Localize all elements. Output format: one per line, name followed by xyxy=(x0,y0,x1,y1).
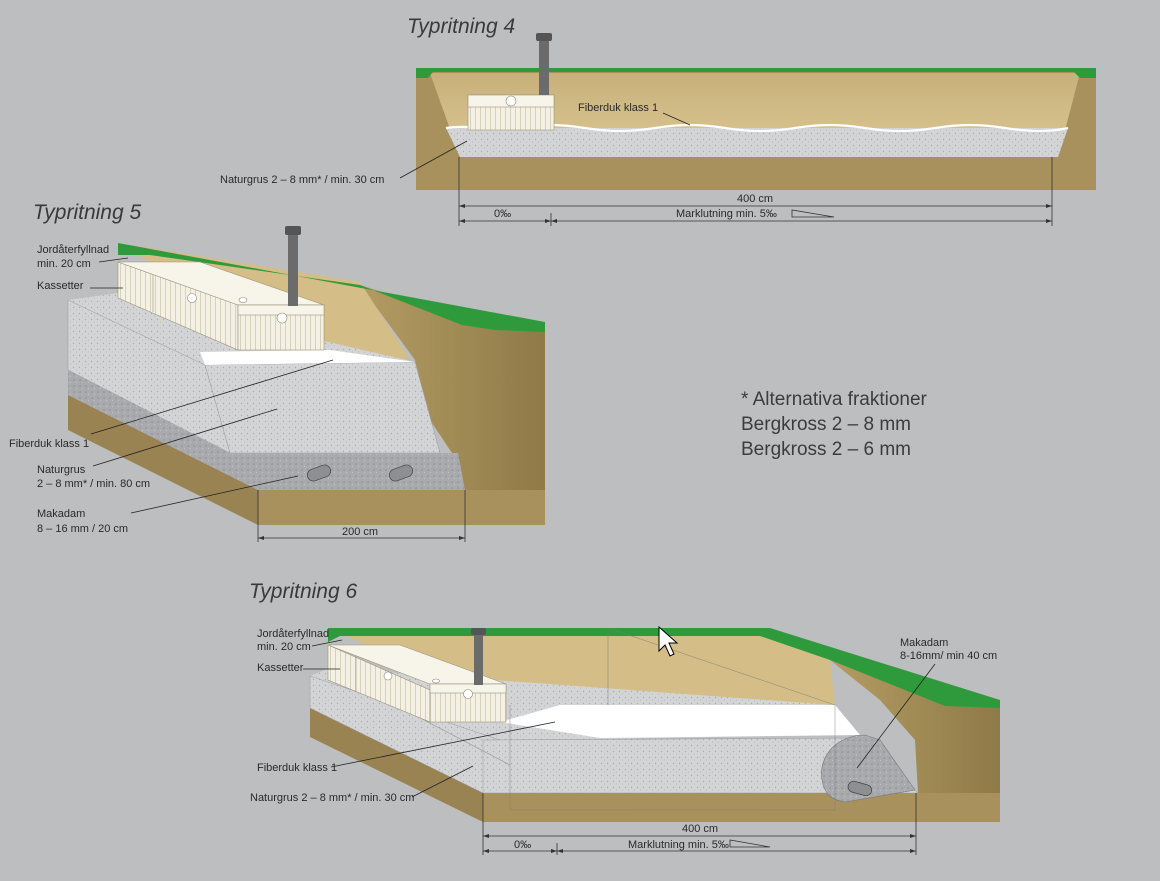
drawing-5-drain-pipes xyxy=(307,464,413,482)
drawing-6-soil-left-face xyxy=(310,708,483,822)
drawing-6-backfill xyxy=(328,628,835,705)
drawing-6-slope-label: Marklutning min. 5‰ xyxy=(628,839,729,851)
drawing-6-macadam-label-2: 8-16mm/ min 40 cm xyxy=(900,650,997,662)
drawing-6-fabric-label: Fiberduk klass 1 xyxy=(257,762,337,774)
drawing-5-macadam-label-1: Makadam xyxy=(37,508,85,520)
drawing-4-slope-zero: 0‰ xyxy=(494,208,511,220)
notes-line-3: Bergkross 2 – 6 mm xyxy=(741,439,911,460)
drawing-6-vent-pipe xyxy=(474,632,483,685)
drawing-4-title: Typritning 4 xyxy=(407,15,515,38)
drawing-5-title: Typritning 5 xyxy=(33,201,141,224)
drawing-6-fabric xyxy=(500,705,860,738)
drawing-5-backfill-label-2: min. 20 cm xyxy=(37,258,91,270)
fraction-notes: * Alternativa fraktioner Bergkross 2 – 8… xyxy=(741,389,928,460)
drawing-6-drain-pipe xyxy=(847,780,872,797)
drawing-5-vent-pipe xyxy=(288,232,298,306)
drawing-4-grass xyxy=(416,68,1096,78)
drawing-6-cassettes xyxy=(327,644,507,723)
notes-line-1: * Alternativa fraktioner xyxy=(741,389,928,410)
drawing-5-dimensions xyxy=(257,490,466,542)
drawing-6-trench-wall xyxy=(830,660,1000,793)
drawing-5-soil-left-face xyxy=(68,395,258,525)
drawing-6-guide-lines xyxy=(339,627,836,811)
drawing-5-soil-front xyxy=(258,490,545,525)
drawing-6-soil-front xyxy=(483,793,1000,822)
drawing-6-width-dim: 400 cm xyxy=(682,823,718,835)
notes-line-2: Bergkross 2 – 8 mm xyxy=(741,414,911,435)
drawing-5-gravel-label-1: Naturgrus xyxy=(37,464,86,476)
drawing-6-macadam-label-1: Makadam xyxy=(900,637,948,649)
drawing-5-backfill-label-1: Jordåterfyllnad xyxy=(37,244,109,256)
drawing-5-width-dim: 200 cm xyxy=(342,526,378,538)
drawing-6-grass xyxy=(328,628,1000,708)
drawing-6-macadam xyxy=(821,734,916,803)
drawing-6-backfill-label-1: Jordåterfyllnad xyxy=(257,628,329,640)
drawing-6: Typritning 6 xyxy=(249,580,1000,855)
drawing-4-fabric-label: Fiberduk klass 1 xyxy=(578,102,658,114)
drawing-4-vent-pipe xyxy=(539,38,549,95)
drawing-5-macadam-label-2: 8 – 16 mm / 20 cm xyxy=(37,523,128,535)
drawing-5-cassettes xyxy=(117,261,325,351)
drawing-5-gravel-label-2: 2 – 8 mm* / min. 80 cm xyxy=(37,478,150,490)
drawing-5-fabric-label: Fiberduk klass 1 xyxy=(9,438,89,450)
drawing-4-gravel-label: Naturgrus 2 – 8 mm* / min. 30 cm xyxy=(220,174,384,186)
drawing-5-macadam-left xyxy=(68,370,258,490)
drawing-6-backfill-label-2: min. 20 cm xyxy=(257,641,311,653)
drawing-4-width-dim: 400 cm xyxy=(737,193,773,205)
drawing-6-slope-zero: 0‰ xyxy=(514,839,531,851)
drawing-5-trench-wall xyxy=(360,285,545,490)
arrow-cursor-icon xyxy=(658,625,679,657)
drawing-4-slope-label: Marklutning min. 5‰ xyxy=(676,208,777,220)
drawing-6-title: Typritning 6 xyxy=(249,580,357,603)
drawing-4-dimensions xyxy=(458,157,1053,226)
drawing-5-gravel-front-face xyxy=(204,361,441,454)
drawing-6-dimensions xyxy=(482,793,917,855)
drawing-5-macadam-front xyxy=(230,453,465,490)
drawing-5: Typritning 5 xyxy=(9,201,545,542)
drawing-5-grass xyxy=(118,243,545,332)
drawing-6-gravel-front-face xyxy=(482,737,919,794)
drawing-4-gravel-bed xyxy=(446,128,1068,157)
drawing-5-cassettes-label: Kassetter xyxy=(37,280,84,292)
drawing-5-fabric xyxy=(200,350,415,365)
drawing-6-gravel-label: Naturgrus 2 – 8 mm* / min. 30 cm xyxy=(250,792,414,804)
drawing-6-cassettes-label: Kassetter xyxy=(257,662,304,674)
drawing-4: Typritning 4 Fiberduk klass 1 Naturgrus … xyxy=(220,15,1096,226)
